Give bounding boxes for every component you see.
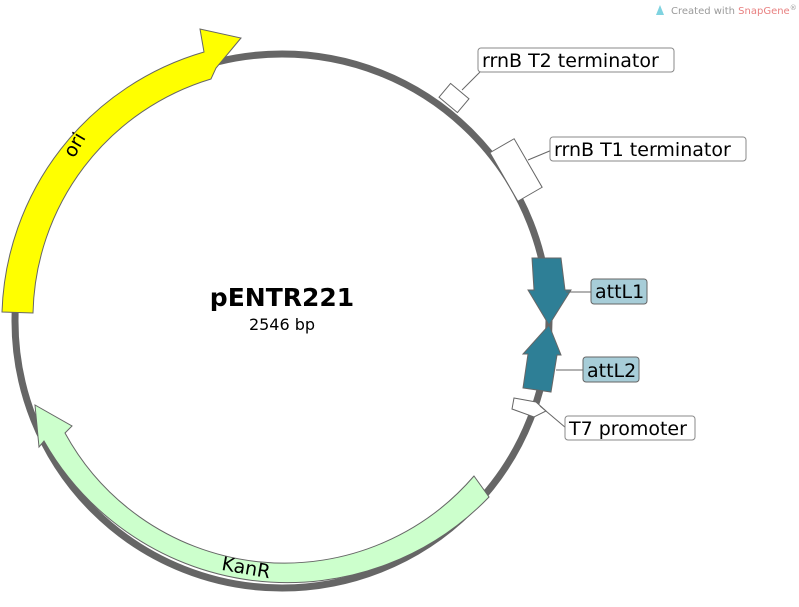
rrnb-t1-leader-line xyxy=(527,149,553,161)
rrnb-t2-leader-line xyxy=(461,71,481,91)
rrnb-t1-label: rrnB T1 terminator xyxy=(554,139,731,161)
attl1-label: attL1 xyxy=(595,281,644,303)
snapgene-logo-icon xyxy=(656,5,664,15)
credit-brand: SnapGene xyxy=(738,6,790,17)
attl1-label-box[interactable] xyxy=(590,278,648,305)
rrnb-t1-label-box[interactable] xyxy=(549,136,747,162)
plasmid-size: 2546 bp xyxy=(249,315,315,334)
attl2-feature-arrow[interactable] xyxy=(521,324,562,393)
attl2-label: attL2 xyxy=(587,360,636,382)
snapgene-credit: Created with SnapGene® xyxy=(656,4,797,17)
ori-feature-arrow[interactable] xyxy=(1,28,242,314)
svg-text:Created with SnapGene®: Created with SnapGene® xyxy=(671,4,797,17)
rrnb-t2-label: rrnB T2 terminator xyxy=(482,50,659,72)
t7-promoter-feature-arrow[interactable] xyxy=(511,397,547,418)
rrnb-t2-terminator-feature[interactable] xyxy=(438,82,470,114)
t7-label: T7 promoter xyxy=(568,418,687,440)
rrnb-t1-terminator-feature[interactable] xyxy=(489,138,543,202)
t7-label-box[interactable] xyxy=(564,415,696,441)
rrnb-t2-label-box[interactable] xyxy=(477,47,675,73)
plasmid-name: pENTR221 xyxy=(210,283,354,312)
attl2-label-box[interactable] xyxy=(582,356,640,383)
kanr-feature-arrow[interactable] xyxy=(34,404,490,584)
attl1-feature-arrow[interactable] xyxy=(527,257,572,326)
credit-suffix: ® xyxy=(790,4,797,12)
kanr-label: KanR xyxy=(220,553,272,583)
t7-leader-line xyxy=(539,405,567,429)
credit-prefix: Created with xyxy=(671,6,738,17)
